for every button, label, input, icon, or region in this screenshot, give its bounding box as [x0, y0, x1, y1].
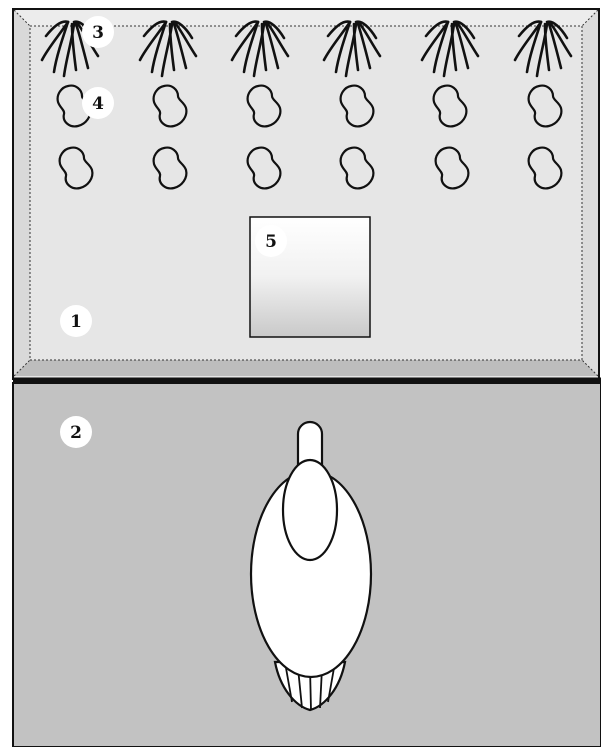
bevel-right	[582, 10, 598, 376]
person-head	[283, 460, 337, 560]
marker-5-label: 5	[265, 232, 277, 252]
marker-1-label: 1	[70, 312, 82, 332]
bevel-left	[14, 10, 30, 376]
marker-4-label: 4	[92, 94, 104, 114]
marker-2: 2	[60, 416, 92, 448]
marker-1: 1	[60, 305, 92, 337]
marker-3-label: 3	[92, 23, 104, 43]
marker-2-label: 2	[70, 423, 82, 443]
marker-4: 4	[82, 87, 114, 119]
marker-3: 3	[82, 16, 114, 48]
bevel-bottom	[14, 360, 598, 376]
marker-5: 5	[255, 225, 287, 257]
